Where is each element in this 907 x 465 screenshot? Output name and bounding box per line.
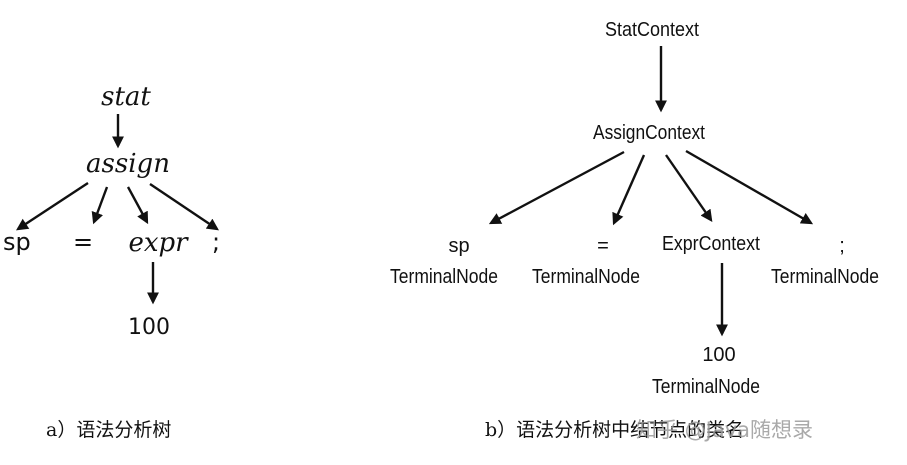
right-node-sp: sp — [448, 235, 469, 257]
left-edge-assign-eq — [91, 186, 109, 225]
right-node-eq-type: TerminalNode — [532, 266, 640, 288]
left-node-sp: sp — [3, 228, 31, 256]
left-node-stat: stat — [101, 82, 151, 112]
right-node-semicolon-type: TerminalNode — [771, 266, 879, 288]
right-edge-assign-expr — [665, 154, 713, 222]
right-node-assigncontext: AssignContext — [593, 122, 705, 144]
caption-b: b）语法分析树中结节点的类名 — [485, 419, 744, 441]
left-parse-tree: stat assign sp = expr ; 100 — [3, 82, 220, 340]
right-node-exprcontext: ExprContext — [662, 233, 760, 255]
watermark-text: 知乎 @Java随想录 — [636, 418, 813, 442]
left-node-assign: assign — [86, 149, 170, 179]
right-node-eq: = — [597, 235, 609, 257]
left-edge-assign-expr — [126, 186, 149, 225]
right-node-statcontext: StatContext — [605, 19, 699, 41]
right-edge-assign-eq — [612, 154, 646, 226]
left-node-100: 100 — [128, 315, 170, 340]
right-node-sp-type: TerminalNode — [390, 266, 498, 288]
right-node-semicolon: ; — [839, 235, 845, 257]
caption-a: a）语法分析树 — [46, 419, 171, 441]
right-edge-assign-semi — [685, 149, 814, 225]
left-edge-assign-semi — [149, 183, 219, 231]
left-node-expr: expr — [128, 228, 189, 258]
left-node-eq: = — [73, 228, 93, 256]
left-edge-assign-sp — [15, 181, 89, 231]
left-node-semicolon: ; — [212, 228, 220, 256]
right-node-100-type: TerminalNode — [652, 376, 760, 398]
right-node-100: 100 — [702, 344, 735, 366]
right-edge-assign-sp — [488, 150, 625, 225]
right-parse-tree: StatContext AssignContext sp TerminalNod… — [390, 19, 879, 398]
